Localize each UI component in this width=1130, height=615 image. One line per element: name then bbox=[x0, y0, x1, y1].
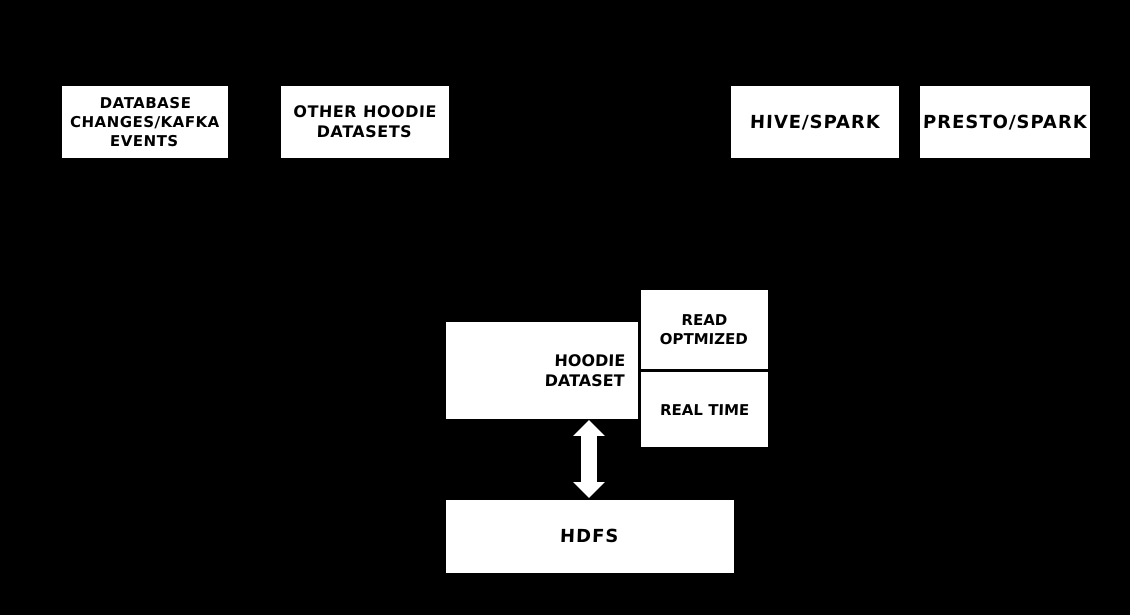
node-label: HDFS bbox=[559, 526, 620, 547]
node-hoodie-dataset: HOODIE DATASET bbox=[446, 322, 638, 419]
node-real-time-view: REAL TIME bbox=[641, 372, 768, 447]
node-label: REAL TIME bbox=[659, 400, 750, 419]
node-other-hoodie-datasets: OTHER HOODIE DATASETS bbox=[281, 86, 449, 158]
node-label: DATABASE CHANGES/KAFKA EVENTS bbox=[69, 93, 221, 150]
node-label: HOODIE DATASET bbox=[544, 350, 626, 390]
node-hdfs: HDFS bbox=[446, 500, 734, 573]
node-label: READ OPTMIZED bbox=[659, 310, 749, 348]
node-label: OTHER HOODIE DATASETS bbox=[293, 102, 438, 141]
node-presto-spark: PRESTO/SPARK bbox=[920, 86, 1090, 158]
node-hive-spark: HIVE/SPARK bbox=[731, 86, 899, 158]
node-read-optimized-view: READ OPTMIZED bbox=[641, 290, 768, 369]
node-label: HIVE/SPARK bbox=[749, 111, 881, 133]
bidirectional-arrow-icon bbox=[573, 420, 605, 498]
node-label: PRESTO/SPARK bbox=[922, 111, 1088, 133]
node-database-changes-kafka-events: DATABASE CHANGES/KAFKA EVENTS bbox=[62, 86, 228, 158]
